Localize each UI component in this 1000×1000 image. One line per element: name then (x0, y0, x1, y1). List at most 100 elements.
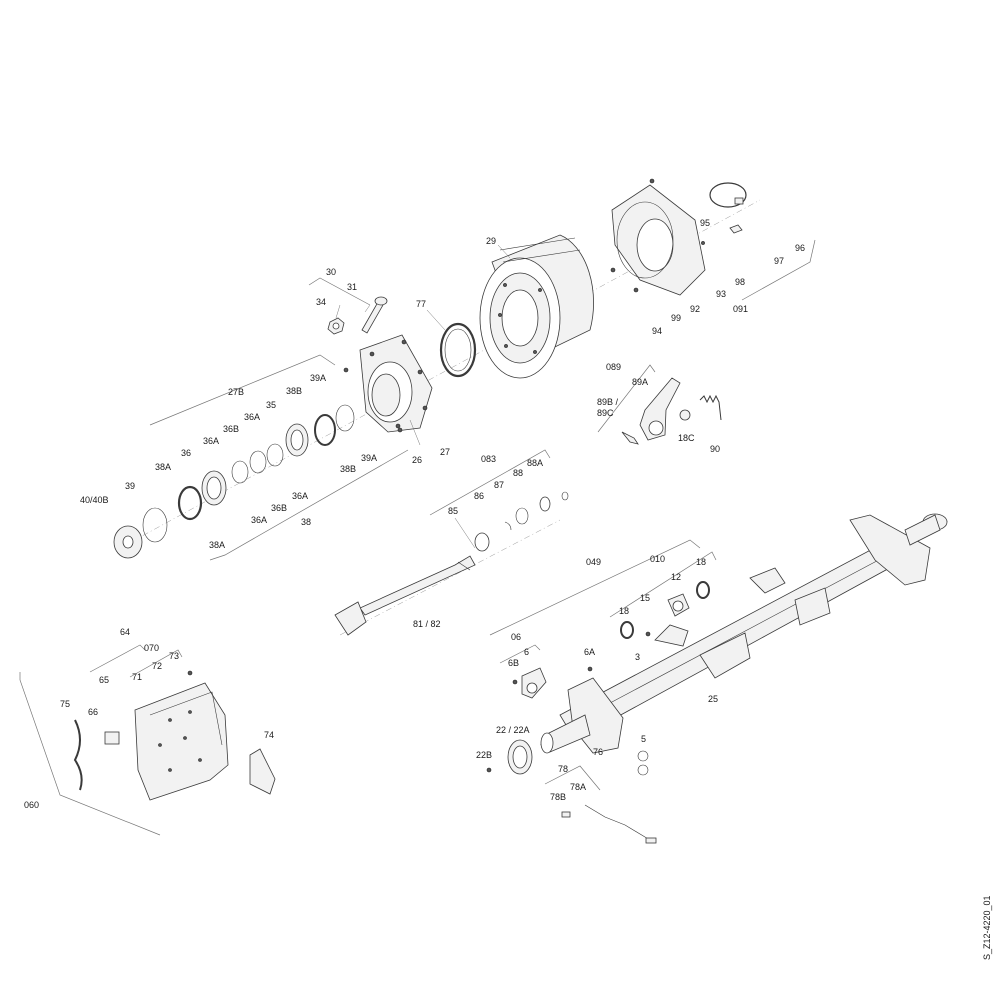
label-81-82: 81 / 82 (413, 619, 441, 629)
spacer-3 (654, 624, 689, 647)
label-89b: 89B / (597, 397, 619, 407)
label-90: 90 (710, 444, 720, 454)
ring-36a-1 (266, 443, 284, 467)
label-070: 070 (144, 643, 159, 653)
label-5: 5 (641, 734, 646, 744)
bushing-18b (696, 581, 710, 599)
ring-36b-1 (249, 450, 267, 474)
label-94: 94 (652, 326, 662, 336)
grease-fitting (343, 367, 349, 373)
label-060: 060 (24, 800, 39, 810)
bracket-64 (89, 644, 146, 673)
label-3: 3 (635, 652, 640, 662)
ring-39a (335, 404, 355, 432)
label-38b-top: 38B (286, 386, 302, 396)
label-93: 93 (716, 289, 726, 299)
label-88: 88 (513, 468, 523, 478)
brake-drum-29 (479, 234, 594, 379)
label-36b-2: 36B (271, 503, 287, 513)
bracket-010 (609, 551, 717, 618)
clamp-band-96 (709, 182, 747, 208)
nut-18c (679, 409, 691, 421)
document-id: S_Z12-4220_01 (982, 895, 992, 960)
bracket-049 (489, 539, 701, 636)
label-15: 15 (640, 593, 650, 603)
dust-shield-92 (611, 184, 706, 296)
label-78: 78 (558, 764, 568, 774)
label-88a: 88A (527, 458, 543, 468)
label-27b: 27B (228, 387, 244, 397)
label-12: 12 (671, 572, 681, 582)
label-85: 85 (448, 506, 458, 516)
rivet-98 (701, 241, 705, 245)
bracket-070 (129, 649, 183, 678)
label-95: 95 (700, 218, 710, 228)
label-30: 30 (326, 267, 336, 277)
label-36a-1: 36A (244, 412, 260, 422)
label-31: 31 (347, 282, 357, 292)
label-38a-1: 38A (155, 462, 171, 472)
bracket-78 (544, 765, 601, 791)
label-22-22a: 22 / 22A (496, 725, 530, 735)
label-089: 089 (606, 362, 621, 372)
lead-77 (426, 309, 446, 331)
brake-shoe-070 (134, 682, 229, 801)
clip-74 (249, 748, 276, 795)
label-6a: 6A (584, 647, 595, 657)
label-18-right: 18 (696, 557, 706, 567)
label-77: 77 (416, 299, 426, 309)
label-38b-bottom: 38B (340, 464, 356, 474)
plug-5b (637, 764, 649, 776)
label-92: 92 (690, 304, 700, 314)
label-78a: 78A (570, 782, 586, 792)
label-38: 38 (301, 517, 311, 527)
label-36a-3: 36A (292, 491, 308, 501)
bolt-6b (512, 679, 518, 685)
ring-36a-2 (231, 460, 249, 484)
seal-ring-77 (439, 322, 477, 378)
label-97: 97 (774, 256, 784, 266)
axle-beam-25 (559, 513, 948, 741)
label-36a-4: 36A (251, 515, 267, 525)
washer-88 (539, 496, 551, 512)
label-78b: 78B (550, 792, 566, 802)
washer-85 (474, 532, 490, 552)
label-010: 010 (650, 554, 665, 564)
label-98: 98 (735, 277, 745, 287)
label-87: 87 (494, 480, 504, 490)
screw-top (649, 178, 655, 184)
label-89a: 89A (632, 377, 648, 387)
label-6b: 6B (508, 658, 519, 668)
clip-95 (729, 224, 743, 234)
lead-31 (364, 304, 371, 313)
bushing-18a (620, 621, 634, 639)
lead-34 (335, 304, 341, 319)
label-34: 34 (316, 297, 326, 307)
hub-cap-40 (113, 525, 143, 559)
screw-22b (486, 767, 492, 773)
label-083: 083 (481, 454, 496, 464)
label-40-40b: 40/40B (80, 495, 109, 505)
label-64: 64 (120, 627, 130, 637)
lead-27 (409, 419, 421, 446)
bracket-060 (19, 672, 161, 836)
bolt-6a (587, 666, 593, 672)
label-72: 72 (152, 661, 162, 671)
label-049: 049 (586, 557, 601, 567)
bracket-30 (308, 277, 371, 306)
label-26: 26 (412, 455, 422, 465)
bracket-27b (149, 354, 336, 426)
label-74: 74 (264, 730, 274, 740)
slack-adjuster-089 (639, 377, 681, 441)
seal-38b (314, 414, 336, 446)
wheel-hub-27 (359, 334, 433, 433)
lead-29 (497, 244, 511, 259)
rivet-73 (187, 670, 193, 676)
label-18c: 18C (678, 433, 695, 443)
abs-sensor-78 (561, 804, 657, 844)
spring-90 (699, 394, 722, 421)
label-27: 27 (440, 447, 450, 457)
screw-94 (633, 287, 639, 293)
bracket-089 (597, 364, 656, 433)
